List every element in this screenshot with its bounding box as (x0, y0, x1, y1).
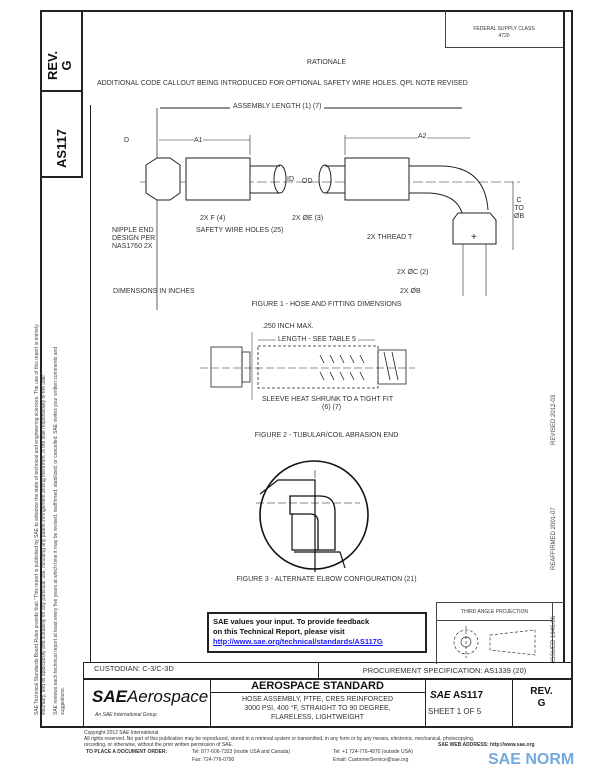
to-label: TO (514, 205, 524, 212)
b-label: ØB (514, 213, 525, 220)
issued-date: ISSUED 1946-06 (551, 615, 557, 662)
sleeve-ref: (6) (7) (322, 404, 342, 411)
figure2-caption: FIGURE 2 - TUBULAR/COIL ABRASION END (254, 432, 399, 439)
nipple-line: NAS1760 2X (112, 243, 153, 250)
tel-outside: Tel: +1 724-776-4970 (outside USA) (333, 749, 413, 755)
tel-inside: Tel: 877-606-7323 (inside USA and Canada… (192, 749, 291, 755)
standard-heading: AEROSPACE STANDARD (251, 680, 384, 692)
dim-od: OD (302, 178, 313, 185)
doc-number: AS117 (452, 690, 484, 701)
custodian: CUSTODIAN: C-3/C-3D (94, 664, 174, 673)
title-line: 3000 PSI, 400 °F, STRAIGHT TO 90 DEGREE, (244, 705, 391, 712)
footer: Copyright 2012 SAE International All rig… (84, 730, 474, 748)
assembly-length-label: ASSEMBLY LENGTH (1) (7) (230, 103, 325, 110)
watermark-logo: SAE NORM (488, 751, 575, 768)
notice-line: suggestions. (60, 686, 66, 715)
custodian-top-rule (83, 662, 571, 663)
dim-e: 2X ØE (3) (292, 215, 324, 222)
fsc-box-bottom (445, 47, 563, 48)
feedback-link[interactable]: http://www.sae.org/technical/standards/A… (213, 637, 383, 646)
dim-a2: A2 (418, 133, 427, 140)
sae-mark: SAE (430, 690, 451, 701)
sae-aerospace-logo: SAEAerospace (92, 687, 209, 706)
dimensions-note: DIMENSIONS IN INCHES (113, 288, 195, 295)
dim-f: 2X F (4) (200, 215, 226, 222)
dim-a1: A1 (194, 137, 203, 144)
doc-number-block: SAE AS117 (430, 690, 483, 702)
copyright: Copyright 2012 SAE International (84, 730, 159, 736)
logo-subtitle: An SAE International Group (95, 712, 157, 718)
docnum-box (40, 90, 83, 178)
rationale-text: ADDITIONAL CODE CALLOUT BEING INTRODUCED… (97, 80, 468, 87)
projection-box (436, 602, 564, 664)
projection-divider (436, 620, 553, 621)
email: Email: CustomerService@sae.org (333, 757, 409, 763)
dim-b-dia: 2X ØB (400, 288, 421, 295)
title-block-divider (512, 680, 513, 728)
title-line: HOSE ASSEMBLY, PTFE, CRES REINFORCED (241, 696, 394, 703)
dim-id: ID (287, 176, 294, 183)
nipple-line: NIPPLE END (112, 227, 154, 234)
fsc-value: 4720 (498, 33, 510, 39)
fsc-box-left (445, 10, 446, 48)
fax: Fax: 724-776-0790 (192, 757, 235, 763)
left-margin-notice: SAE Technical Standards Board Rules prov… (34, 324, 67, 715)
dim-c-dia: 2X ØC (2) (397, 269, 429, 276)
custodian-divider (318, 662, 319, 678)
title-line: FLARELESS, LIGHTWEIGHT (271, 714, 364, 721)
title-block-divider (210, 680, 211, 728)
figure3-caption: FIGURE 3 - ALTERNATE ELBOW CONFIGURATION… (236, 576, 417, 583)
nipple-line: DESIGN PER (112, 235, 156, 242)
rights-text: All rights reserved. No part of this pub… (84, 736, 475, 742)
rev-label: REV. (530, 686, 553, 697)
revised-date: REVISED 2012-03 (551, 394, 557, 445)
inner-right-rule (563, 10, 565, 663)
outer-frame (40, 10, 573, 728)
sleeve-note: SLEEVE HEAT SHRUNK TO A TIGHT FIT(6) (7) (262, 396, 393, 412)
title-block-left-rule (83, 662, 84, 728)
notice-line: voluntary, and its applicability and sui… (41, 372, 47, 715)
figure1-caption: FIGURE 1 - HOSE AND FITTING DIMENSIONS (251, 301, 402, 308)
dim-d: D (124, 137, 130, 144)
feedback-line1: SAE values your input. To provide feedba… (213, 617, 370, 626)
projection-label: THIRD ANGLE PROJECTION (461, 609, 528, 615)
projection-right-rule (552, 602, 553, 663)
rev-value: G (537, 698, 546, 709)
web-address: SAE WEB ADDRESS: http://www.sae.org (438, 742, 535, 748)
inner-left-rule (90, 105, 91, 663)
c-label: C (516, 197, 522, 204)
rationale-heading: RATIONALE (306, 59, 347, 66)
order-label: TO PLACE A DOCUMENT ORDER: (86, 749, 168, 755)
feedback-line2: on this Technical Report, please visit (213, 627, 345, 636)
title-block-divider (425, 680, 426, 728)
length-label: LENGTH - SEE TABLE 5 (276, 336, 358, 343)
notice-line: SAE Technical Standards Board Rules prov… (34, 324, 40, 715)
reaffirmed-date: REAFFIRMED 2001-07 (551, 507, 557, 570)
notice-line: SAE reviews each technical report at lea… (53, 346, 59, 715)
document-title: HOSE ASSEMBLY, PTFE, CRES REINFORCED 3000… (210, 695, 425, 722)
feedback-box: SAE values your input. To provide feedba… (207, 612, 427, 653)
max-label: .250 INCH MAX. (262, 323, 314, 330)
rev-block: REV.G (512, 686, 571, 710)
procurement-spec: PROCUREMENT SPECIFICATION: AS1339 (20) (362, 666, 527, 675)
sheet-number: SHEET 1 OF 5 (428, 707, 482, 716)
heading-underline (210, 692, 425, 693)
svg-text:+: + (471, 232, 477, 243)
fsc-label: FEDERAL SUPPLY CLASS (473, 26, 535, 32)
sleeve-line: SLEEVE HEAT SHRUNK TO A TIGHT FIT (262, 396, 394, 403)
rights-text: recording, or otherwise, without the pri… (84, 742, 234, 748)
safety-wire-label: SAFETY WIRE HOLES (25) (196, 227, 284, 234)
title-block-top-rule (83, 678, 571, 680)
thread-label: 2X THREAD T (367, 234, 413, 241)
